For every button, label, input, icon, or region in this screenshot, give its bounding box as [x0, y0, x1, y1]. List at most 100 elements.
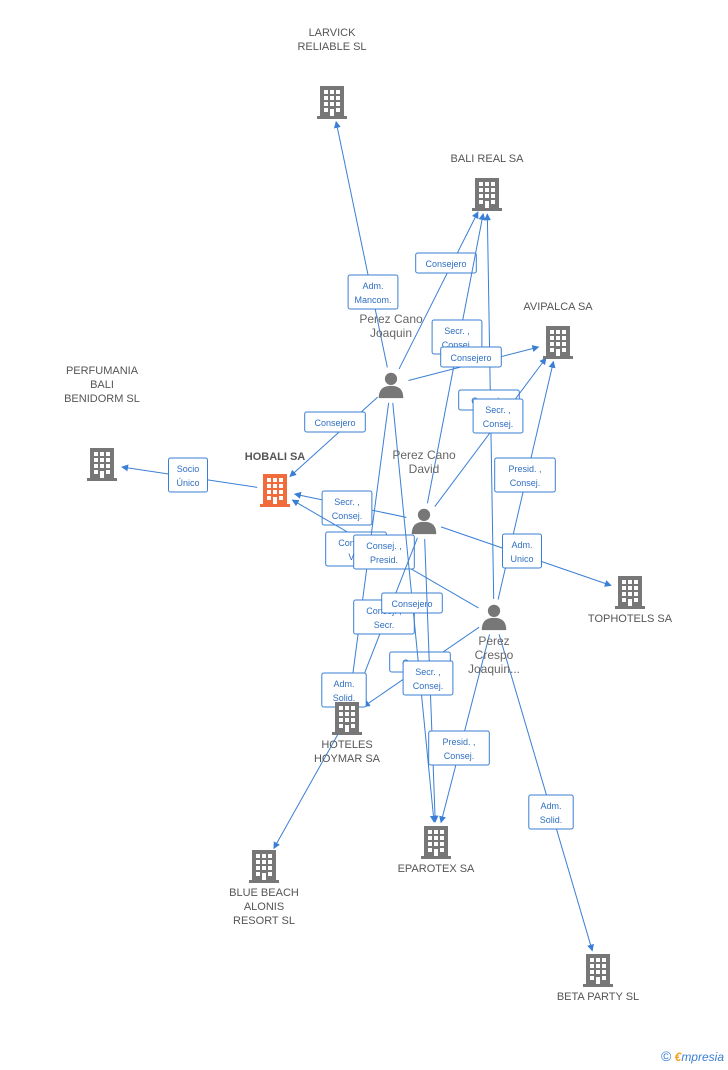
- edge-perez_crespo_joaquin-to-beta_party: [498, 634, 594, 952]
- edge-label-text: Consejero: [391, 599, 432, 609]
- node-label-text: TOPHOTELS SA: [588, 613, 673, 625]
- edge-perez_cano_joaquin-to-hobali: [289, 396, 378, 478]
- person-icon: [411, 508, 437, 535]
- node-label-text: Joaquin: [370, 326, 412, 340]
- company-node-perfumania[interactable]: PERFUMANIA BALI BENIDORM SL: [64, 365, 140, 481]
- edge-label-perez_cano_joaquin-to-bali_real[interactable]: Consejero: [415, 252, 477, 274]
- edge-label-text: Secr. ,: [415, 667, 441, 677]
- edge-label-text: Solid.: [333, 693, 356, 703]
- edge-label-perez_cano_david-to-hobali[interactable]: Secr. , Consej.: [321, 490, 373, 526]
- edge-label-perez_crespo_joaquin-to-eparotex[interactable]: Presid. ,Consej.: [428, 730, 490, 766]
- building-icon: [615, 576, 645, 609]
- edge-label-text: Adm.: [511, 540, 532, 550]
- node-label-text: BENIDORM SL: [64, 393, 140, 405]
- edge-label-text: Adm.: [333, 679, 354, 689]
- edge-label-perez_cano_joaquin-to-avipalca[interactable]: Consejero: [440, 346, 502, 368]
- empresia-logo: © €mpresia: [661, 1048, 724, 1064]
- edge-label-box: [494, 457, 556, 493]
- edge-label-box: [321, 490, 373, 526]
- company-node-beta-party[interactable]: BETA PARTY SL: [557, 954, 639, 1003]
- edge-label-box: [353, 534, 415, 570]
- edge-label-perez_cano_david-to-tophotels[interactable]: Adm. Unico: [502, 533, 542, 569]
- edge-label-perez_cano_joaquin-to-hoteles_hoymar[interactable]: Consej. , Presid.: [353, 534, 415, 570]
- company-node-tophotels[interactable]: TOPHOTELS SA: [588, 576, 673, 625]
- node-label-text: HOYMAR SA: [314, 753, 381, 765]
- edge-label-text: Secr. ,: [334, 497, 360, 507]
- edge-label-box: [415, 252, 477, 274]
- node-label-text: RESORT SL: [233, 915, 295, 927]
- edge-label-text: Consej.: [483, 419, 514, 429]
- company-node-hoteles-hoymar[interactable]: HOTELES HOYMAR SA: [314, 702, 381, 765]
- node-label-text: EPAROTEX SA: [398, 863, 475, 875]
- company-node-bali-real[interactable]: BALI REAL SA: [451, 153, 525, 211]
- edge-label-box: [440, 346, 502, 368]
- brand-name: mpresia: [681, 1050, 724, 1064]
- node-label-text: Crespo: [475, 648, 514, 662]
- edge-label-text: Solid.: [540, 815, 563, 825]
- company-node-larvick[interactable]: LARVICK RELIABLE SL: [297, 27, 367, 119]
- building-icon: [543, 326, 573, 359]
- person-icon: [481, 604, 507, 631]
- node-label-text: BALI REAL SA: [451, 153, 525, 165]
- edge-label-box: [428, 730, 490, 766]
- node-label-text: LARVICK: [309, 27, 357, 39]
- edge-label-text: Consejero: [450, 353, 491, 363]
- node-label-text: HOTELES: [321, 739, 372, 751]
- edge-label-text: Consej. ,: [366, 541, 402, 551]
- edge-hoteles_hoymar-to-blue_beach: [273, 733, 339, 850]
- edge-label-text: Presid.: [370, 555, 398, 565]
- person-node-perez-crespo-joaquin[interactable]: PerezCrespoJoaquin...: [468, 604, 520, 676]
- edge-label-perez_crespo_joaquin-to-beta_party[interactable]: Adm.Solid.: [528, 794, 574, 830]
- edge-label-box: [304, 411, 366, 433]
- edge-label-perez_cano_joaquin-to-larvick[interactable]: Adm.Mancom.: [347, 274, 399, 310]
- node-label-text: Joaquin...: [468, 662, 520, 676]
- node-label-text: PERFUMANIA: [66, 365, 139, 377]
- node-label-text: Perez Cano: [359, 312, 423, 326]
- edge-label-text: Socio: [177, 464, 200, 474]
- edge-label-text: Mancom.: [354, 295, 391, 305]
- edge-label-perez_cano_joaquin-to-eparotex[interactable]: Consejero: [381, 592, 443, 614]
- node-label-text: Perez: [478, 634, 509, 648]
- building-icon: [87, 448, 117, 481]
- node-label-text: AVIPALCA SA: [523, 301, 593, 313]
- edge-label-text: Consej.: [413, 681, 444, 691]
- brand-initial: €: [674, 1050, 682, 1064]
- building-icon: [421, 826, 451, 859]
- edge-label-text: Unico: [510, 554, 533, 564]
- building-icon: [472, 178, 502, 211]
- edge-label-text: Presid. ,: [442, 737, 475, 747]
- edge-label-perez_cano_david-to-avipalca[interactable]: Secr. , Consej.: [472, 398, 524, 434]
- edge-label-text: Consejero: [314, 418, 355, 428]
- node-label-text: BALI: [90, 379, 114, 391]
- node-label-text: David: [409, 462, 440, 476]
- edge-label-text: Consejero: [425, 259, 466, 269]
- edge-label-hoteles_hoymar-to-blue_beach[interactable]: Adm. Solid.: [321, 672, 367, 708]
- edge-label-text: Presid. ,: [508, 464, 541, 474]
- edge-label-perez_crespo_joaquin-to-avipalca[interactable]: Presid. ,Consej.: [494, 457, 556, 493]
- edge-label-text: Secr.: [374, 620, 395, 630]
- edge-label-box: [347, 274, 399, 310]
- company-node-avipalca[interactable]: AVIPALCA SA: [523, 301, 593, 359]
- building-icon: [317, 86, 347, 119]
- edge-perez_cano_joaquin-to-larvick: [333, 120, 388, 368]
- edge-label-box: [528, 794, 574, 830]
- company-node-eparotex[interactable]: EPAROTEX SA: [398, 826, 475, 875]
- company-node-hobali[interactable]: HOBALI SA: [245, 451, 306, 507]
- edge-label-text: Secr. ,: [444, 326, 470, 336]
- edge-label-text: Secr. ,: [485, 405, 511, 415]
- edge-label-box: [402, 660, 454, 696]
- copyright-icon: ©: [660, 1048, 672, 1064]
- building-icon: [260, 474, 290, 507]
- edge-label-perez_cano_joaquin-to-hobali[interactable]: Consejero: [304, 411, 366, 433]
- edge-label-perez_cano_david-to-eparotex[interactable]: Secr. , Consej.: [402, 660, 454, 696]
- node-label-text: ALONIS: [244, 901, 284, 913]
- node-label-text: RELIABLE SL: [297, 41, 366, 53]
- node-label-text: BLUE BEACH: [229, 887, 299, 899]
- company-node-blue-beach[interactable]: BLUE BEACH ALONIS RESORT SL: [229, 850, 299, 927]
- edge-label-text: Único: [176, 478, 199, 488]
- edge-label-text: Consej.: [332, 511, 363, 521]
